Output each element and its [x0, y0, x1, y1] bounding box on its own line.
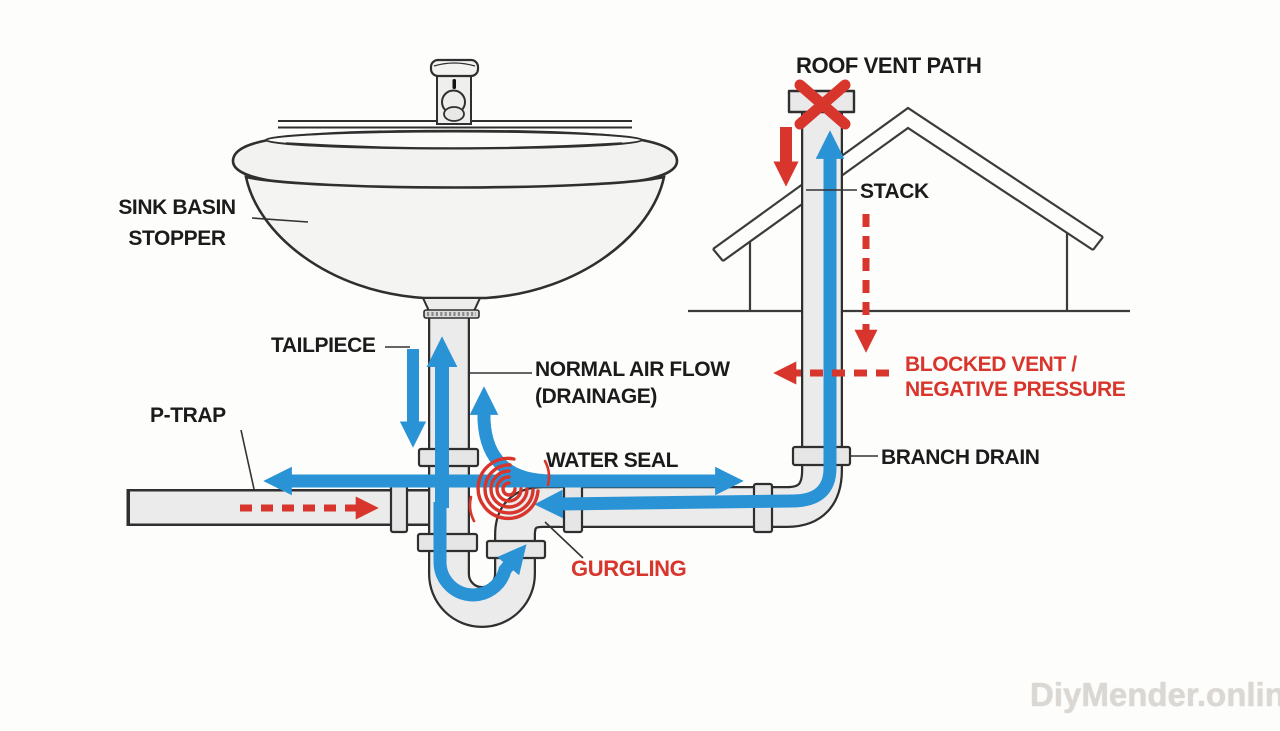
label-normal-air-flow-line2: (DRAINAGE): [535, 385, 657, 408]
leader-p-trap: [240, 429, 255, 490]
vent-path-arrow: [469, 386, 553, 488]
label-branch-drain: BRANCH DRAIN: [881, 446, 1040, 469]
label-stack: STACK: [860, 180, 929, 203]
label-normal-air-flow: NORMAL AIR FLOW (DRAINAGE): [535, 356, 730, 410]
label-sink-basin-stopper: SINK BASIN STOPPER: [103, 192, 251, 254]
label-gurgling: GURGLING: [571, 556, 687, 581]
leader-lines: [240, 189, 878, 559]
pipe-coupling: [485, 539, 547, 560]
faucet-spout: [443, 106, 465, 122]
label-water-seal: WATER SEAL: [546, 449, 679, 472]
roof-eave-left: [712, 248, 724, 262]
watermark: DiyMender.online: [1030, 676, 1280, 713]
leader-gurgling: [544, 521, 584, 559]
leader-sink-basin: [251, 217, 309, 223]
label-p-trap: P-TRAP: [150, 404, 226, 427]
sink: [231, 58, 679, 319]
branch-drain-coupling: [791, 445, 852, 467]
label-normal-air-flow-line1: NORMAL AIR FLOW: [535, 358, 730, 381]
label-blocked-vent-line1: BLOCKED VENT /: [905, 353, 1077, 376]
label-blocked-vent-line2: NEGATIVE PRESSURE: [905, 378, 1126, 401]
sink-basin: [231, 129, 679, 319]
drain-flange: [421, 297, 482, 312]
stack-airflow-arrow: [534, 130, 845, 519]
blue-flow-arrows: [263, 130, 845, 602]
roof-eave-right: [1092, 236, 1104, 251]
label-sink-basin-stopper-line2: STOPPER: [128, 227, 226, 250]
label-roof-vent-path: ROOF VENT PATH: [796, 53, 982, 78]
label-sink-basin-stopper-line1: SINK BASIN: [118, 196, 236, 219]
red-alert-elements: [240, 79, 889, 523]
pipe-coupling: [389, 481, 409, 534]
pipe-coupling: [416, 532, 479, 553]
label-blocked-vent: BLOCKED VENT / NEGATIVE PRESSURE: [905, 352, 1126, 402]
label-tailpiece: TAILPIECE: [271, 334, 376, 357]
pipe-coupling: [752, 482, 774, 534]
house-outline: [688, 106, 1130, 313]
gurgle-spiral-icon: [468, 456, 551, 523]
sink-bowl: [244, 175, 666, 300]
blocked-x-icon: [794, 79, 851, 130]
trap-flow-arrow: [433, 502, 527, 602]
faucet: [429, 58, 480, 125]
faucet-slot: [452, 79, 456, 89]
sink-opening: [265, 130, 643, 150]
